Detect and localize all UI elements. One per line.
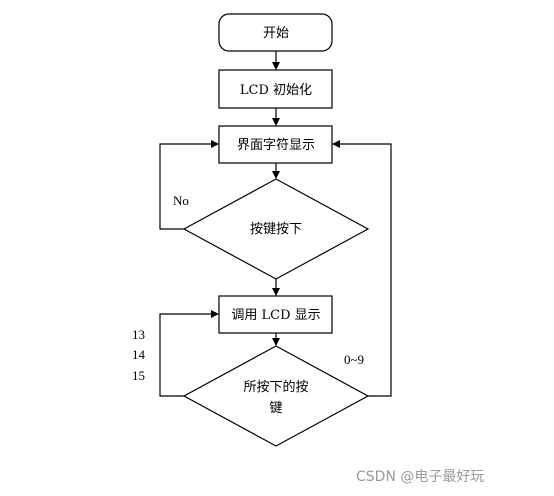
- key-pressed-label: 按键按下: [250, 222, 302, 237]
- start-label: 开始: [263, 26, 289, 41]
- lcd-init-label: LCD 初始化: [240, 83, 312, 98]
- label-14: 14: [132, 347, 146, 362]
- watermark: CSDN @电子最好玩: [356, 469, 485, 485]
- connector-no-loop: [159, 140, 219, 230]
- which-key-label-line2: 键: [269, 401, 282, 416]
- call-lcd-label: 调用 LCD 显示: [231, 308, 320, 323]
- label-15: 15: [132, 368, 145, 383]
- label-0-9: 0~9: [344, 352, 364, 367]
- which-key-decision: [182, 345, 370, 447]
- connector-0-9-loop: [332, 140, 392, 397]
- which-key-label-line1: 所按下的按: [243, 379, 308, 395]
- connector-13-15-loop: [159, 310, 219, 397]
- ui-chars-label: 界面字符显示: [237, 137, 315, 153]
- lcd-init-box: [218, 69, 333, 109]
- no-label: No: [173, 193, 189, 208]
- call-lcd-box: [218, 295, 333, 334]
- label-13: 13: [132, 327, 145, 342]
